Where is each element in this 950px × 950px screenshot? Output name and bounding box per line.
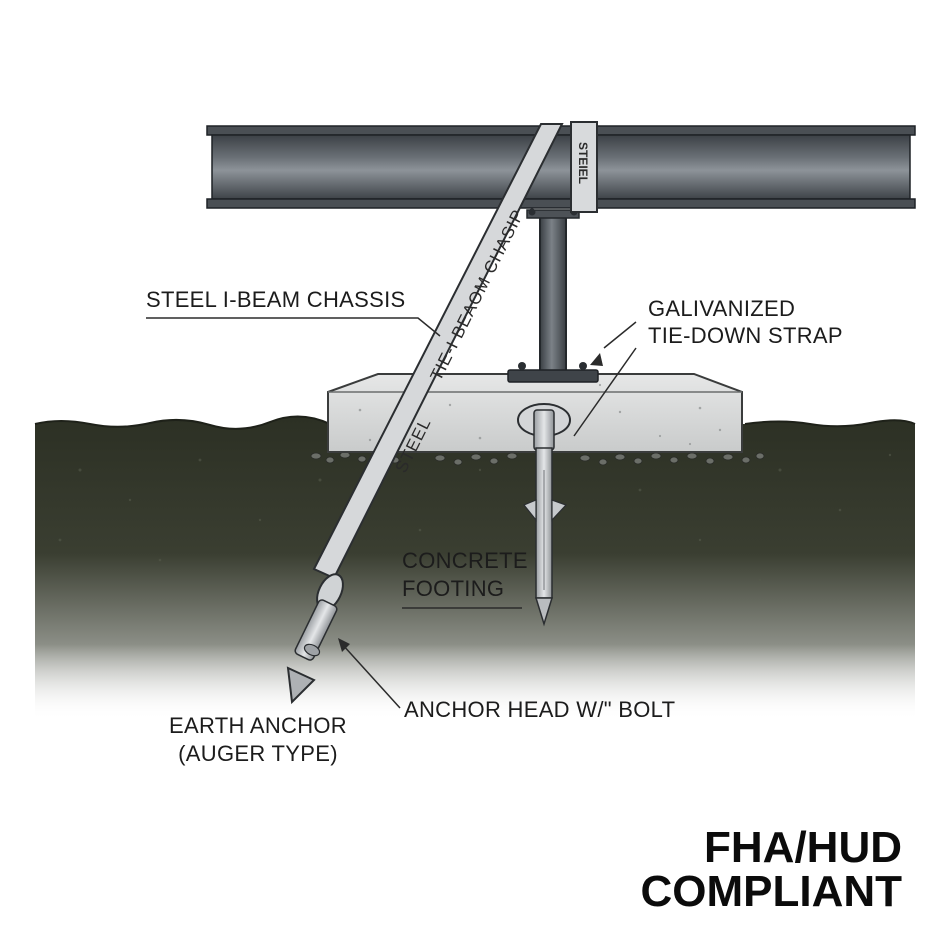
leader-chassis: [146, 317, 441, 337]
label-steel-i-beam-chassis: STEEL I-BEAM CHASSIS: [146, 287, 406, 312]
strap-text-upper: TIE-I BEAOM CHASIP: [427, 206, 528, 384]
leader-strap-arrow: [590, 353, 603, 366]
label-concrete-footing: CONCRETE FOOTING: [402, 548, 528, 602]
badge-line1: FHA/HUD: [704, 823, 902, 872]
earth-anchor: [286, 573, 344, 705]
badge-line2: COMPLIANT: [640, 867, 902, 916]
label-footing-line2: FOOTING: [402, 576, 505, 602]
compliance-badge: FHA/HUD COMPLIANT: [640, 826, 902, 914]
label-galvanized-tie-down-strap: GALIVANIZED TIE-DOWN STRAP: [648, 296, 843, 349]
leader-lines: [146, 317, 637, 709]
band-text: STEIEL: [576, 142, 590, 184]
steel-i-beam: [206, 125, 916, 209]
strap-band: STEIEL: [570, 121, 598, 213]
label-earth-anchor-line2: (AUGER TYPE): [178, 741, 338, 767]
label-strap-line2: TIE-DOWN STRAP: [648, 323, 843, 349]
vertical-auger-anchor: [523, 447, 568, 627]
steel-pier-post: [507, 208, 599, 383]
leader-anchor-head-arrow: [338, 638, 350, 652]
label-strap-line1: GALIVANIZED: [648, 296, 796, 321]
label-earth-anchor-line1: EARTH ANCHOR: [169, 713, 347, 738]
soil-ground: [34, 415, 916, 720]
leader-strap: [573, 321, 637, 437]
label-footing-line1: CONCRETE: [402, 548, 528, 573]
label-anchor-head: ANCHOR HEAD W/" BOLT: [404, 697, 676, 722]
leader-anchor-head: [341, 643, 401, 709]
anchor-head: [517, 403, 571, 451]
label-earth-anchor: EARTH ANCHOR (AUGER TYPE): [168, 713, 348, 767]
